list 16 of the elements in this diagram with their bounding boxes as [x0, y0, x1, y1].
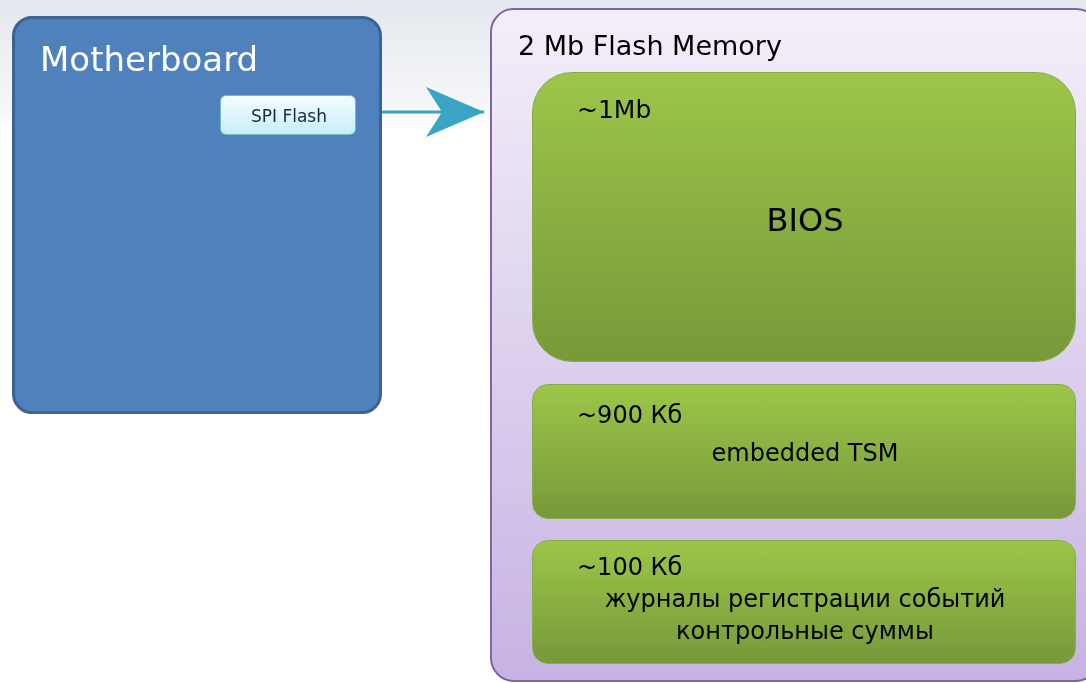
region-label: журналы регистрации событий контрольные суммы [603, 584, 1007, 648]
chip-box [220, 95, 356, 135]
size-label: ~100 Кб [577, 552, 683, 583]
panel-title: Motherboard [40, 38, 259, 81]
arrow [382, 87, 484, 137]
size-label: ~900 Кб [577, 400, 683, 431]
board-panel [12, 16, 382, 414]
memory-region-box [532, 540, 1076, 664]
memory-region-box [532, 384, 1076, 519]
memory-region-box [532, 72, 1076, 362]
memory-panel [490, 8, 1086, 682]
region-label: embedded TSM [710, 438, 900, 469]
region-label: BIOS [765, 200, 845, 241]
size-label: ~1Mb [577, 94, 652, 126]
chip-label: SPI Flash [250, 105, 328, 128]
panel-title: 2 Mb Flash Memory [518, 29, 782, 63]
